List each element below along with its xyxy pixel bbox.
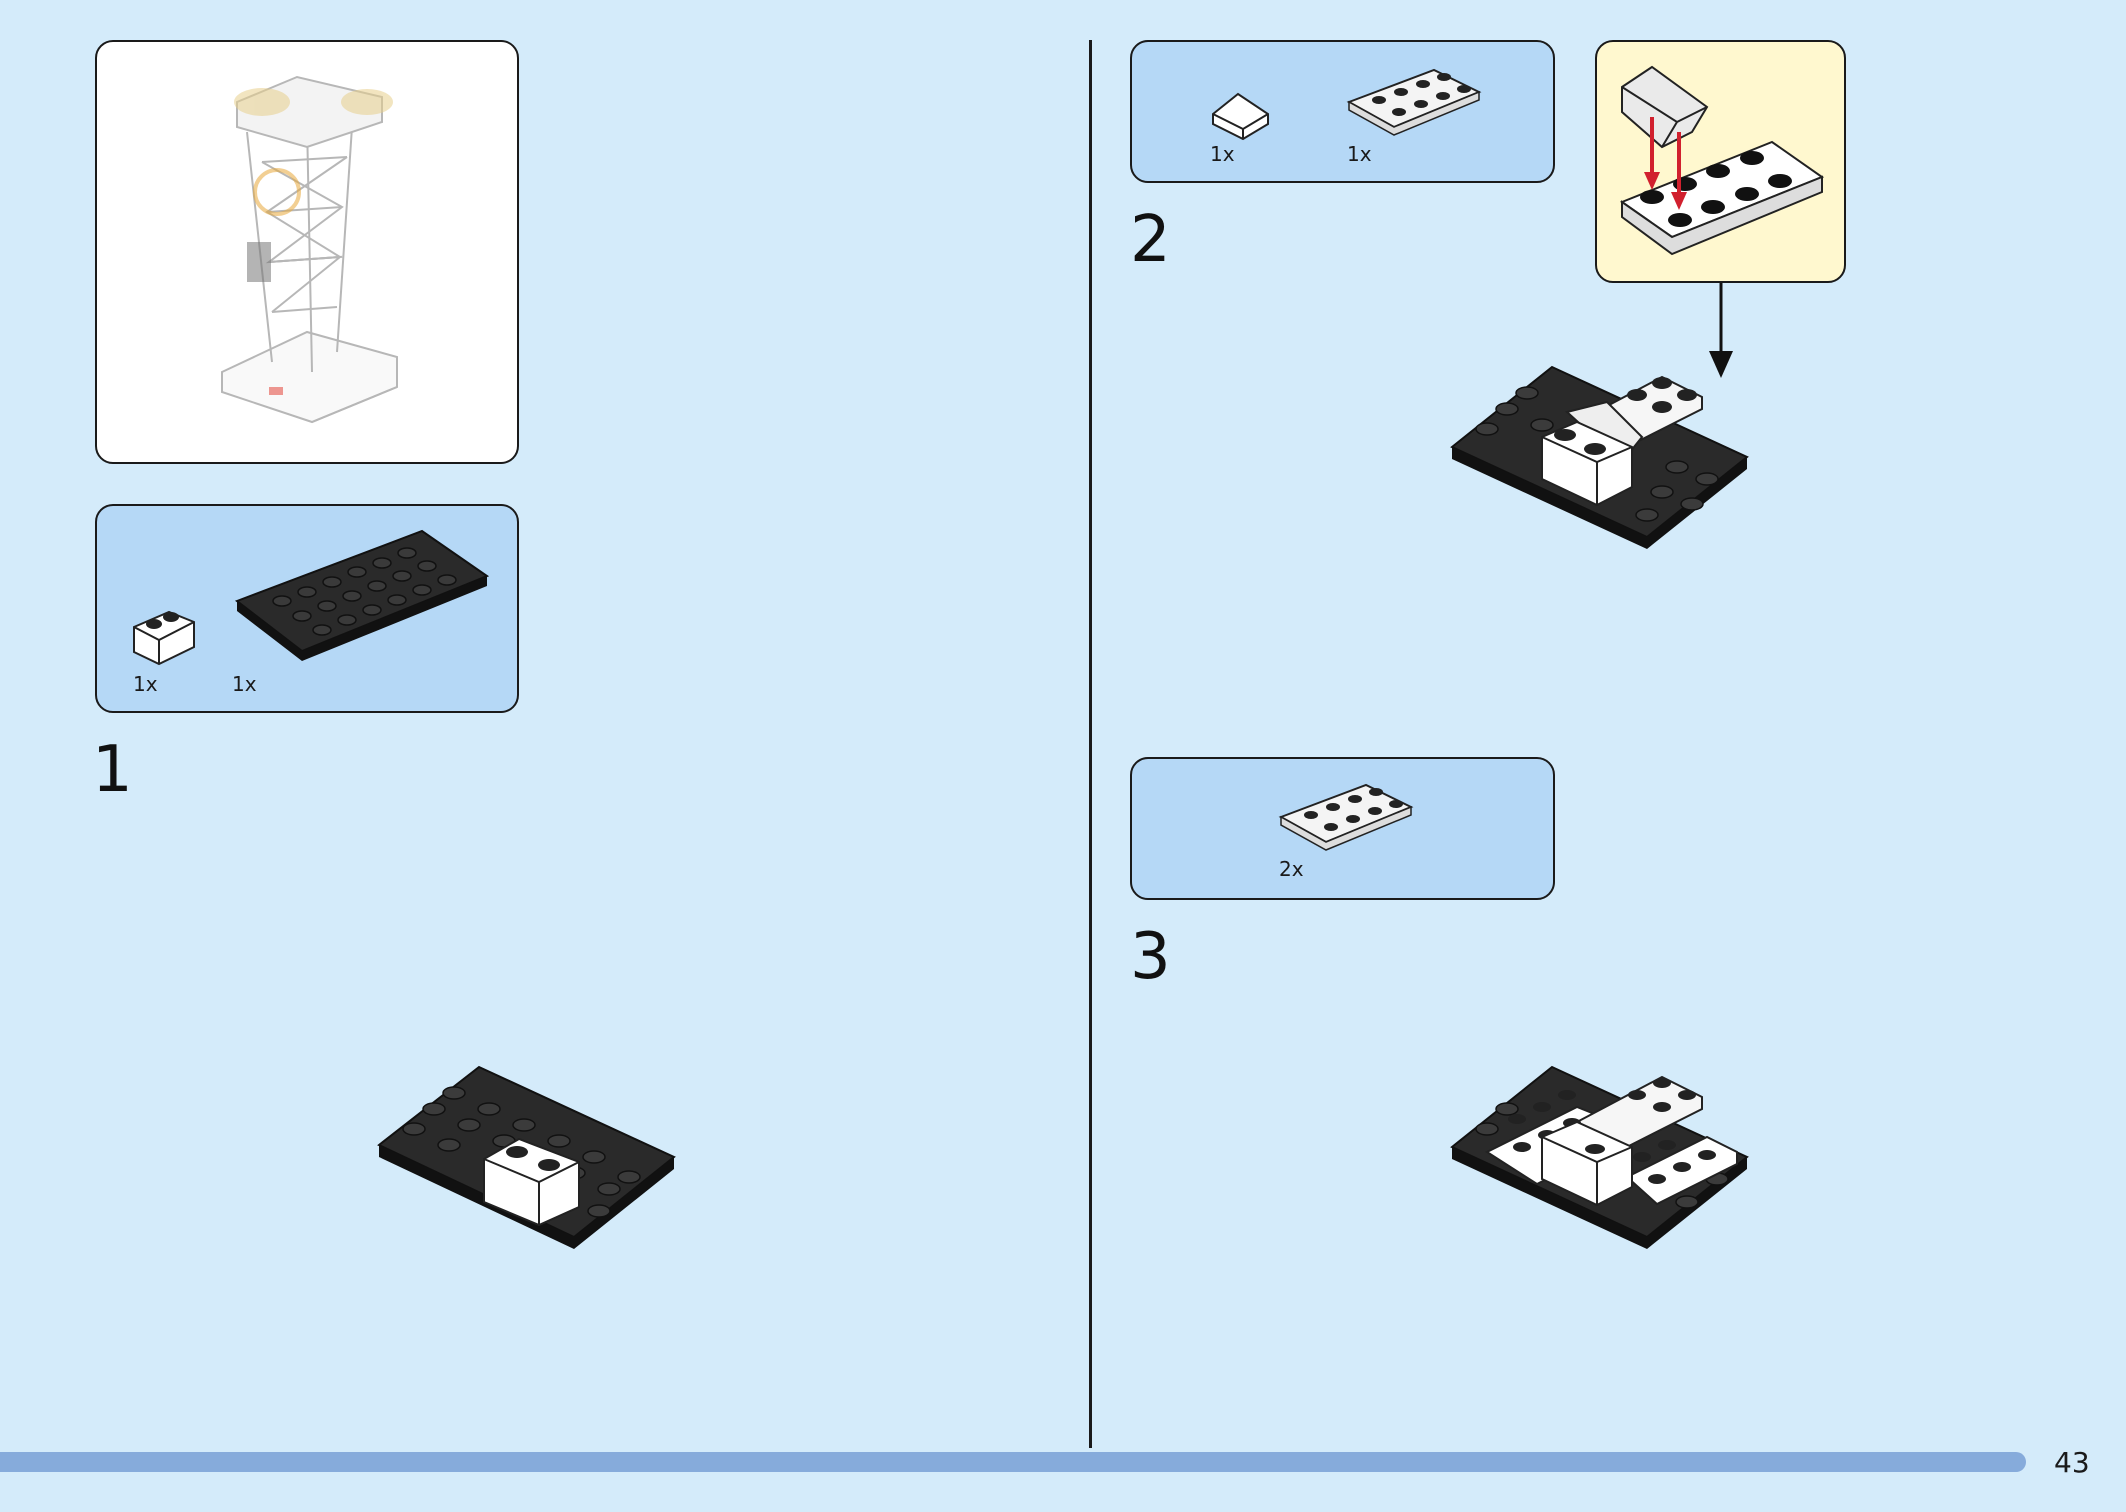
step-2-assembly [1450,365,1749,549]
white-2x4-plate-icon [1346,68,1482,136]
callout-arrow-icon [1709,283,1733,378]
step-1-part-2-qty: 1x [232,672,257,696]
step-1-part-1-qty: 1x [133,672,158,696]
white-2x4-plate-icon [1278,783,1414,851]
step-3-part-1-qty: 2x [1279,857,1304,881]
step-1-number: 1 [92,733,133,807]
tower-model-image [221,75,398,424]
white-1x1-slope-icon [1212,92,1269,141]
step-1-parts-box: 1x 1x [95,504,519,713]
step-2-number: 2 [1130,203,1171,277]
page-divider [1089,40,1092,1448]
callout-assembly-image [1619,65,1825,256]
reference-model-box [95,40,519,464]
page-number: 43 [2054,1446,2090,1479]
black-4x8-plate-icon [234,529,490,661]
step-2-callout-box [1595,40,1846,283]
step-2-part-1-qty: 1x [1210,142,1235,166]
step-3-number: 3 [1130,920,1171,994]
step-1-assembly [377,1065,676,1249]
step-3-parts-box: 2x [1130,757,1555,900]
step-2-parts-box: 1x 1x [1130,40,1555,183]
white-1x2-brick-icon [133,610,195,666]
step-3-assembly [1450,1065,1749,1249]
step-2-part-2-qty: 1x [1347,142,1372,166]
bottom-progress-bar [0,1452,2026,1472]
